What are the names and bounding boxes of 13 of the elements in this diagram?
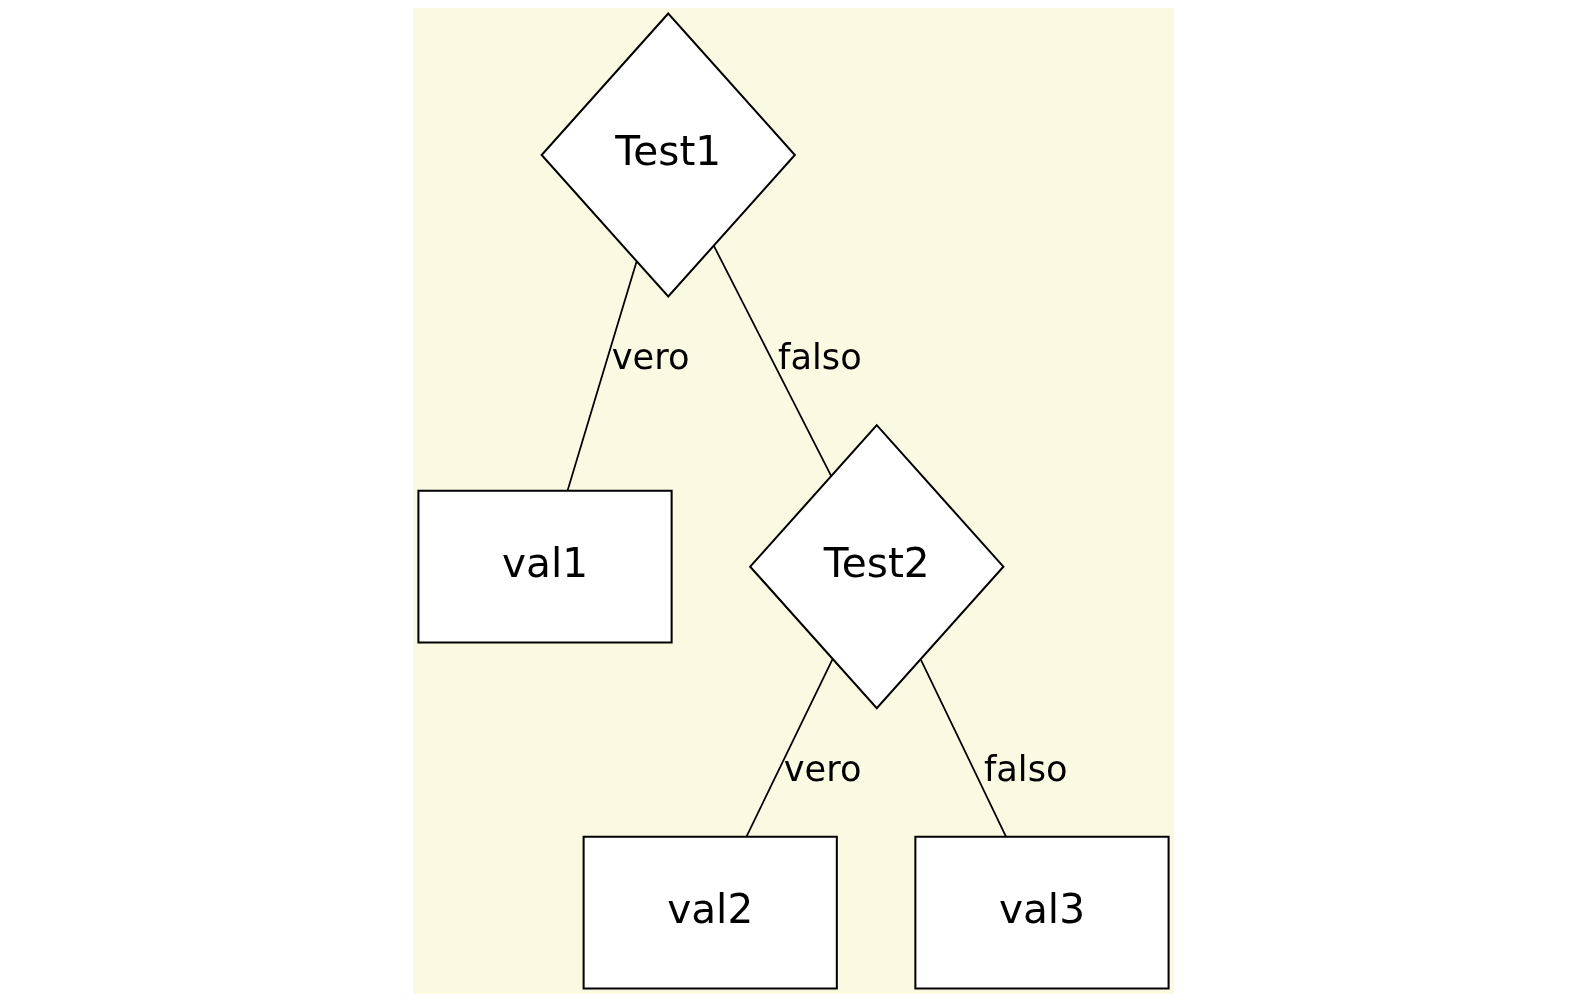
- node-diamond: Test2: [748, 423, 1005, 710]
- node-box: val2: [582, 835, 838, 990]
- edge-label: falso: [778, 336, 862, 378]
- connector: [745, 658, 834, 838]
- node-diamond: Test1: [540, 12, 797, 299]
- edge-label: falso: [983, 748, 1068, 790]
- node-box: val1: [417, 489, 673, 644]
- connector: [566, 260, 638, 492]
- node-box: val3: [914, 835, 1170, 990]
- connector: [919, 658, 1007, 838]
- edge-label: vero: [783, 748, 862, 790]
- edge-label: vero: [611, 336, 690, 378]
- connector: [713, 245, 832, 477]
